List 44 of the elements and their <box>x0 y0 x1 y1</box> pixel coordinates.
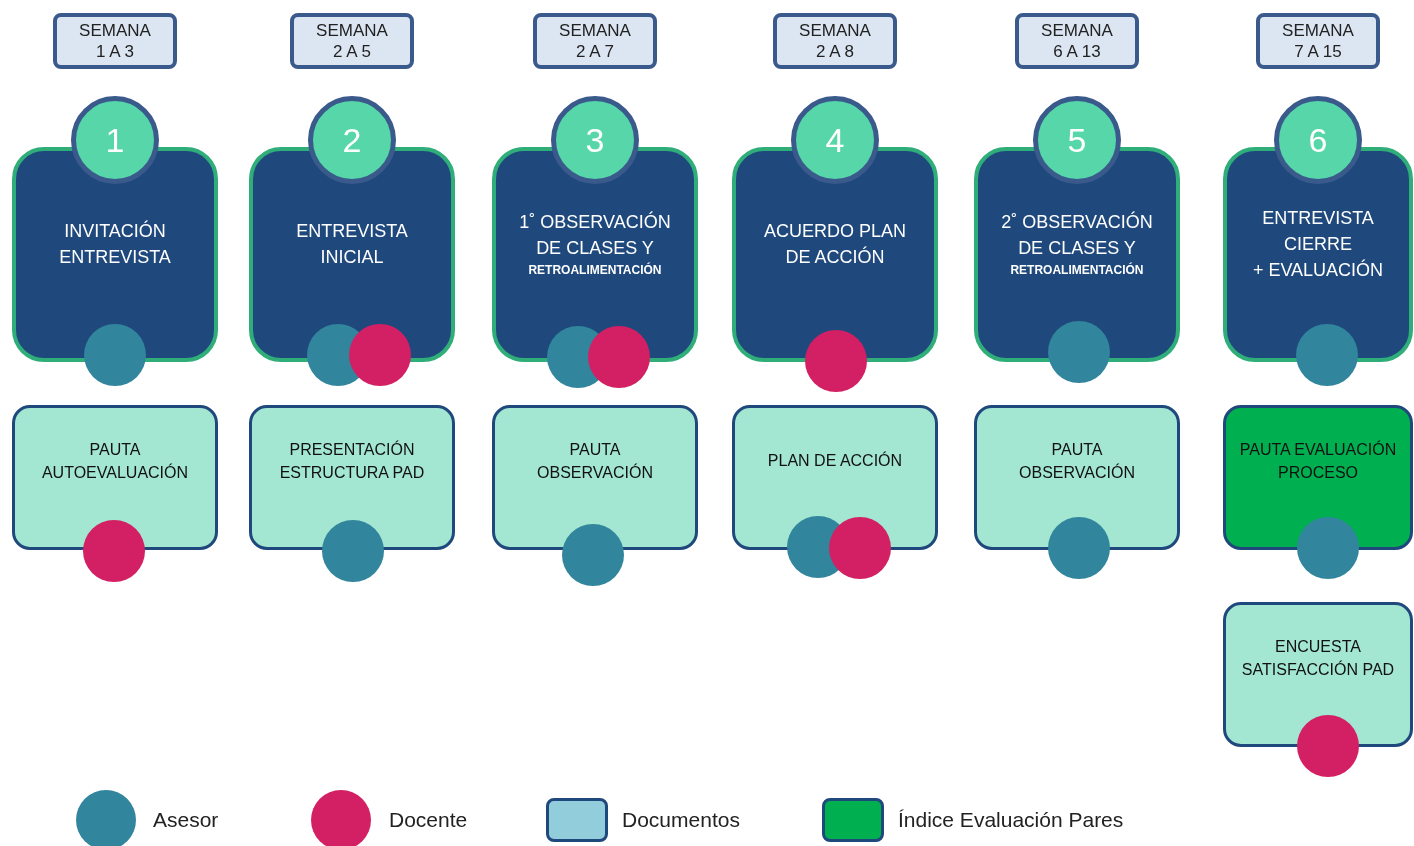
week-label-box <box>1256 13 1380 69</box>
week-label: SEMANA 2 A 8 <box>798 20 872 62</box>
stage-title: ENTREVISTA CIERRE + EVALUACIÓN <box>1251 206 1385 282</box>
week-label: SEMANA 2 A 7 <box>558 20 632 62</box>
step-number: 4 <box>825 120 845 160</box>
week-label-box <box>290 13 414 69</box>
stage-title: INVITACIÓN ENTREVISTA <box>58 219 172 269</box>
week-label-box <box>533 13 657 69</box>
document-card <box>1223 602 1413 747</box>
stage-title: ACUERDO PLAN DE ACCIÓN <box>763 219 907 269</box>
document-title: PAUTA EVALUACIÓN PROCESO <box>1238 439 1398 483</box>
stage-subtitle: RETROALIMENTACIÓN <box>1010 261 1144 279</box>
document-title: PAUTA OBSERVACIÓN <box>536 439 654 483</box>
week-label: SEMANA 7 A 15 <box>1281 20 1355 62</box>
legend-label: Documentos <box>622 808 740 832</box>
stage-subtitle: RETROALIMENTACIÓN <box>528 261 662 279</box>
document-card <box>974 405 1180 550</box>
document-card <box>249 405 455 550</box>
step-number: 5 <box>1067 120 1087 160</box>
week-label-box <box>53 13 177 69</box>
step-number: 3 <box>585 120 605 160</box>
step-number: 6 <box>1308 120 1328 160</box>
document-title: PAUTA OBSERVACIÓN <box>1018 439 1136 483</box>
document-title: PLAN DE ACCIÓN <box>767 450 903 471</box>
legend-label: Docente <box>389 808 468 832</box>
step-number: 2 <box>342 120 362 160</box>
document-title: PRESENTACIÓN ESTRUCTURA PAD <box>278 439 426 483</box>
stage-title: 2˚ OBSERVACIÓN DE CLASES Y <box>1000 210 1154 260</box>
week-label-box <box>1015 13 1139 69</box>
week-label-box <box>773 13 897 69</box>
document-card <box>732 405 938 550</box>
document-title: ENCUESTA SATISFACCIÓN PAD <box>1240 636 1396 680</box>
week-label: SEMANA 1 A 3 <box>78 20 152 62</box>
step-number: 1 <box>105 120 125 160</box>
document-card <box>12 405 218 550</box>
document-card <box>1223 405 1413 550</box>
document-card <box>492 405 698 550</box>
week-label: SEMANA 6 A 13 <box>1040 20 1114 62</box>
document-title: PAUTA AUTOEVALUACIÓN <box>40 439 190 483</box>
week-label: SEMANA 2 A 5 <box>315 20 389 62</box>
stage-title: ENTREVISTA INICIAL <box>295 219 409 269</box>
legend-label: Índice Evaluación Pares <box>898 808 1124 832</box>
stage-title: 1˚ OBSERVACIÓN DE CLASES Y <box>518 210 672 260</box>
legend-label: Asesor <box>153 808 219 832</box>
